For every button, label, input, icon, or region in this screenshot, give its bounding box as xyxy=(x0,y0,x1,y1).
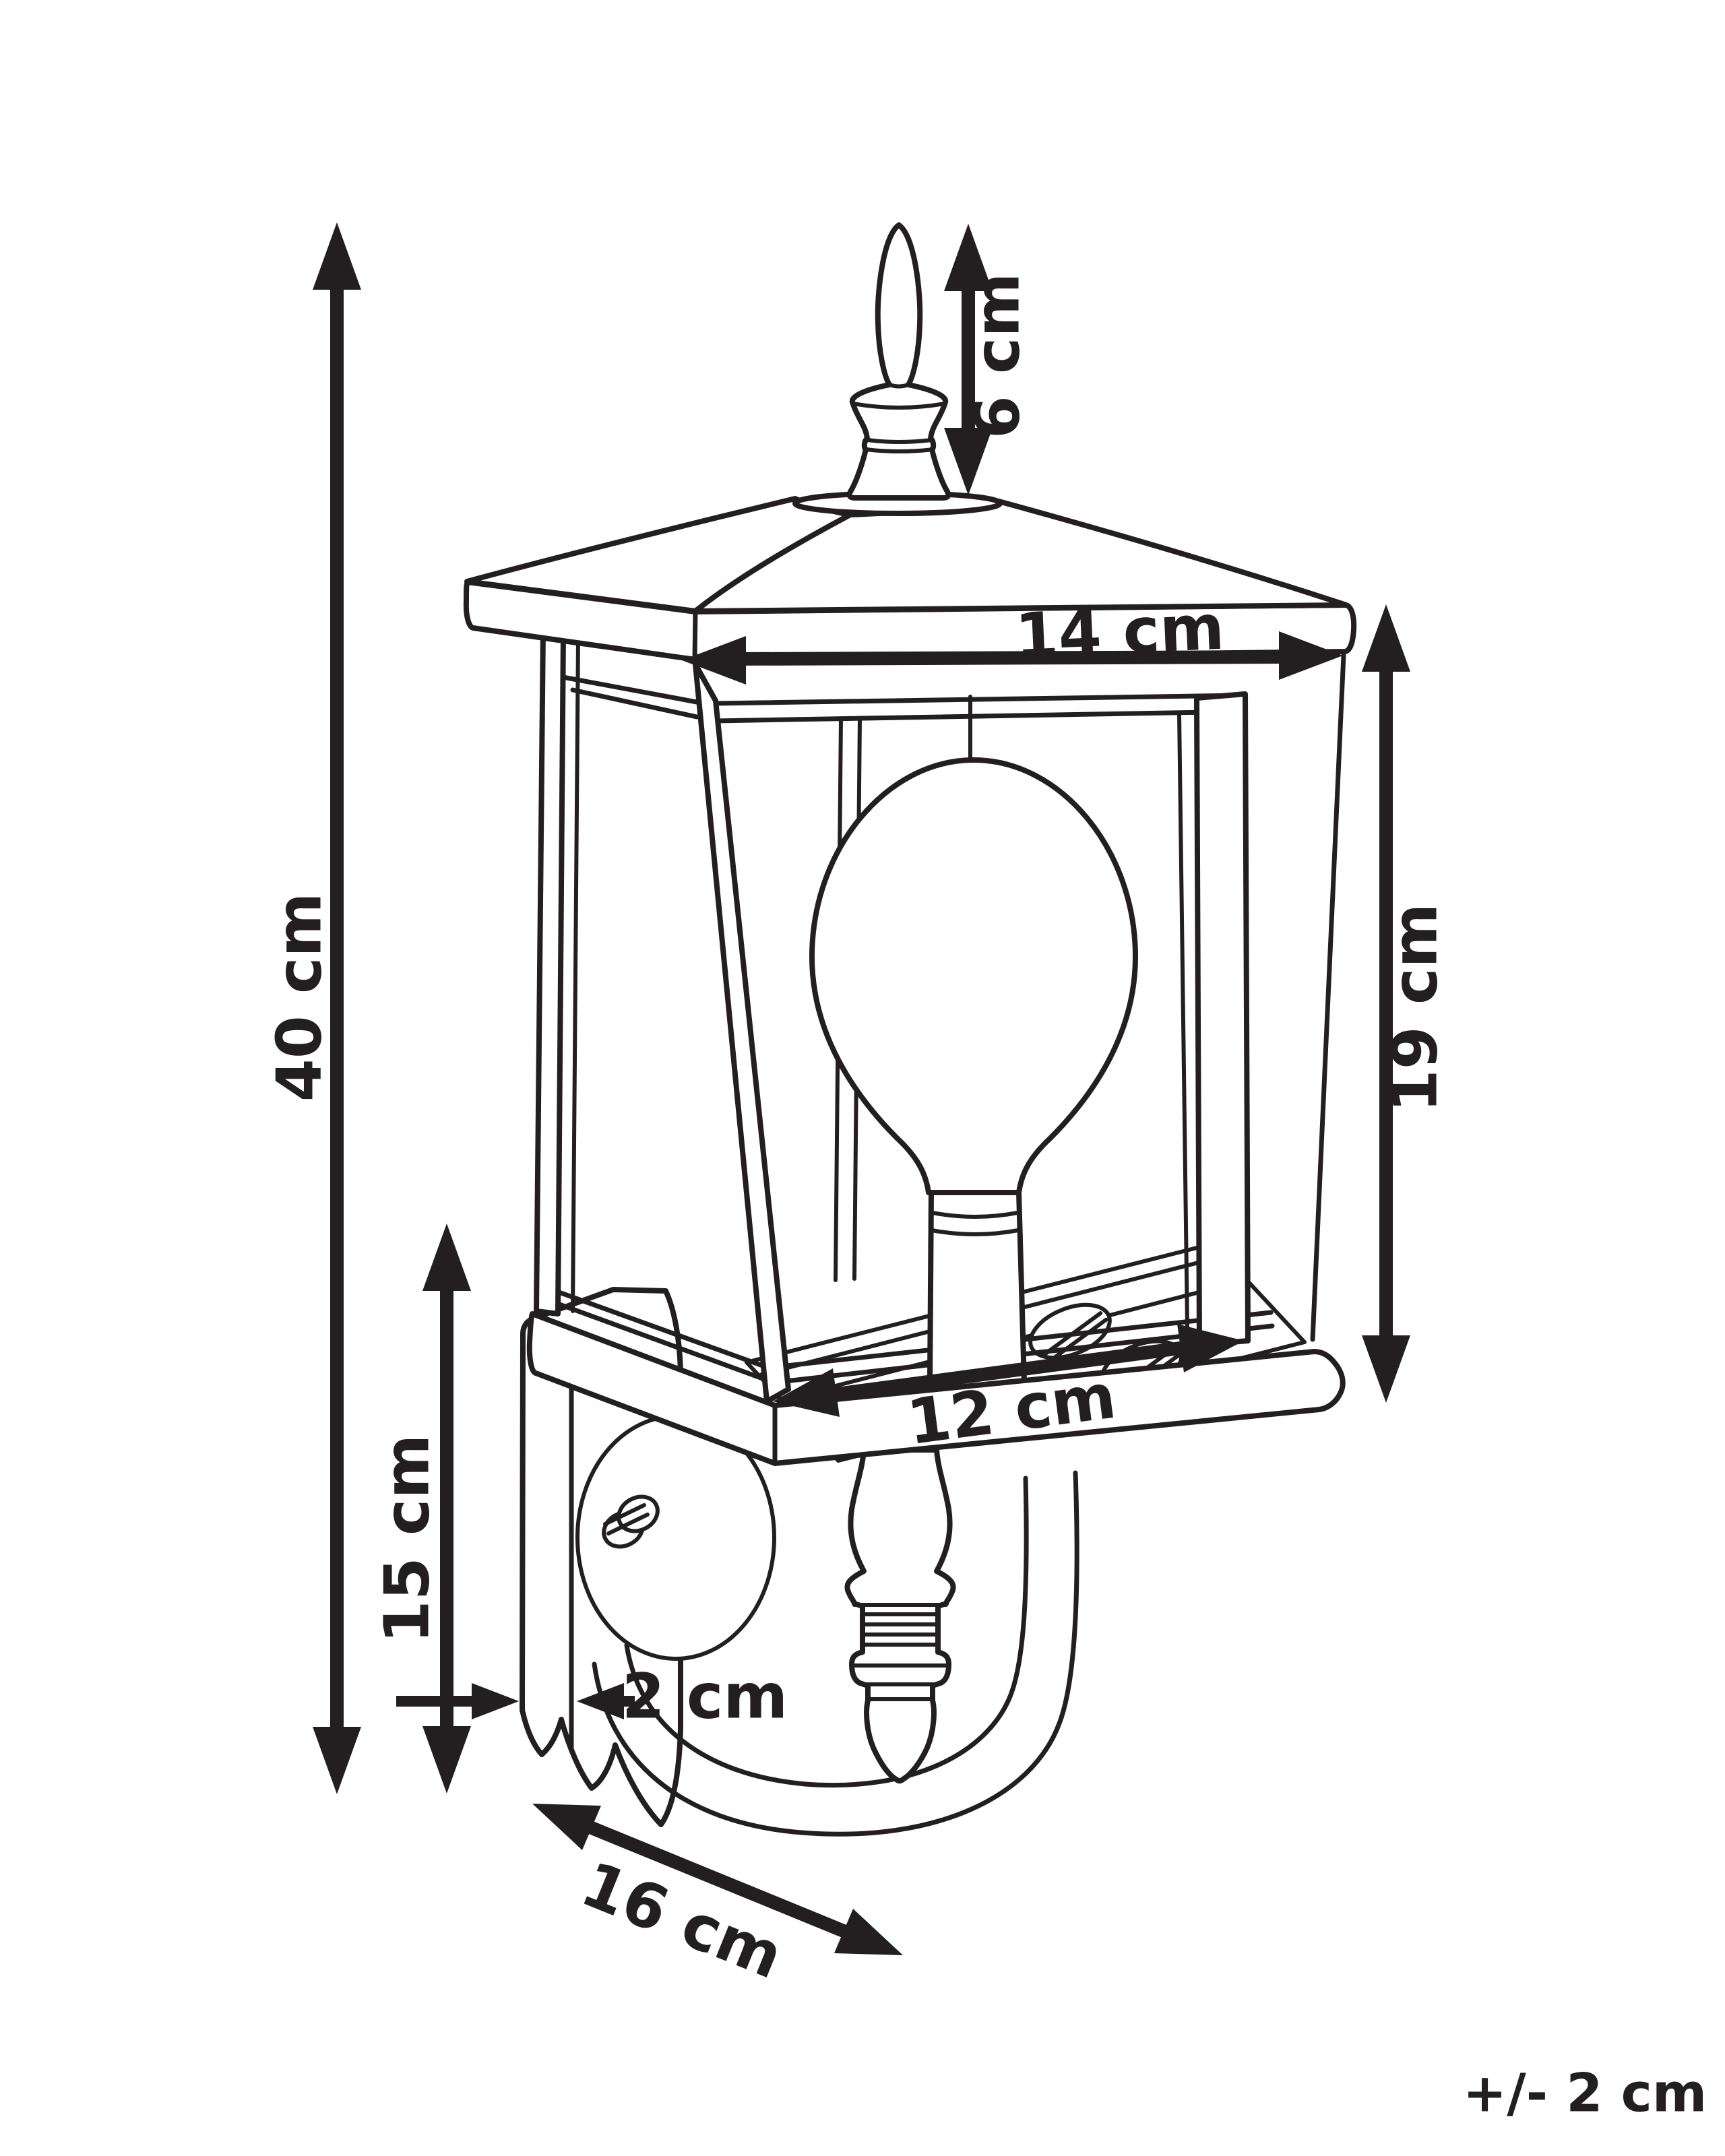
dim-bracket-height: 15 cm xyxy=(371,1224,471,1794)
corner-posts xyxy=(534,627,1346,1404)
dim-finial-height: 6 cm xyxy=(944,224,1033,495)
dim-body-height: 19 cm xyxy=(1362,604,1451,1403)
bracket-arm-inner-curve xyxy=(624,1476,1029,1788)
mounting-screw xyxy=(602,1494,660,1549)
dim-finial-height-label: 6 cm xyxy=(961,273,1033,439)
light-bulb xyxy=(809,757,1138,1195)
left-corner-post xyxy=(534,627,566,1317)
dim-bracket-height-label: 15 cm xyxy=(371,1434,443,1643)
bracket-arm xyxy=(592,1470,1079,1837)
top-finial xyxy=(846,222,951,501)
back-right-edge xyxy=(1310,652,1346,1342)
wall-plate xyxy=(520,1287,776,1827)
dim-overall-height-label: 40 cm xyxy=(263,893,335,1102)
dim-body-height-label: 19 cm xyxy=(1379,903,1451,1112)
right-corner-post xyxy=(1194,691,1251,1348)
dim-bottom-width: 12 cm xyxy=(773,1324,1244,1459)
dim-overall-height: 40 cm xyxy=(263,222,361,1794)
front-corner-post xyxy=(693,662,791,1404)
tolerance-note: +/- 2 cm xyxy=(1463,2063,1707,2124)
pendant-finial xyxy=(844,1447,956,1784)
roof-eave xyxy=(463,579,1357,662)
dim-top-width-label: 14 cm xyxy=(1013,592,1226,672)
dim-plate-depth: 2 cm xyxy=(396,1660,788,1732)
base-board xyxy=(526,1311,1346,1466)
bracket-arm-outer-curve xyxy=(592,1470,1079,1837)
dim-top-width: 14 cm xyxy=(682,592,1343,685)
dim-plate-depth-label: 2 cm xyxy=(622,1660,788,1732)
